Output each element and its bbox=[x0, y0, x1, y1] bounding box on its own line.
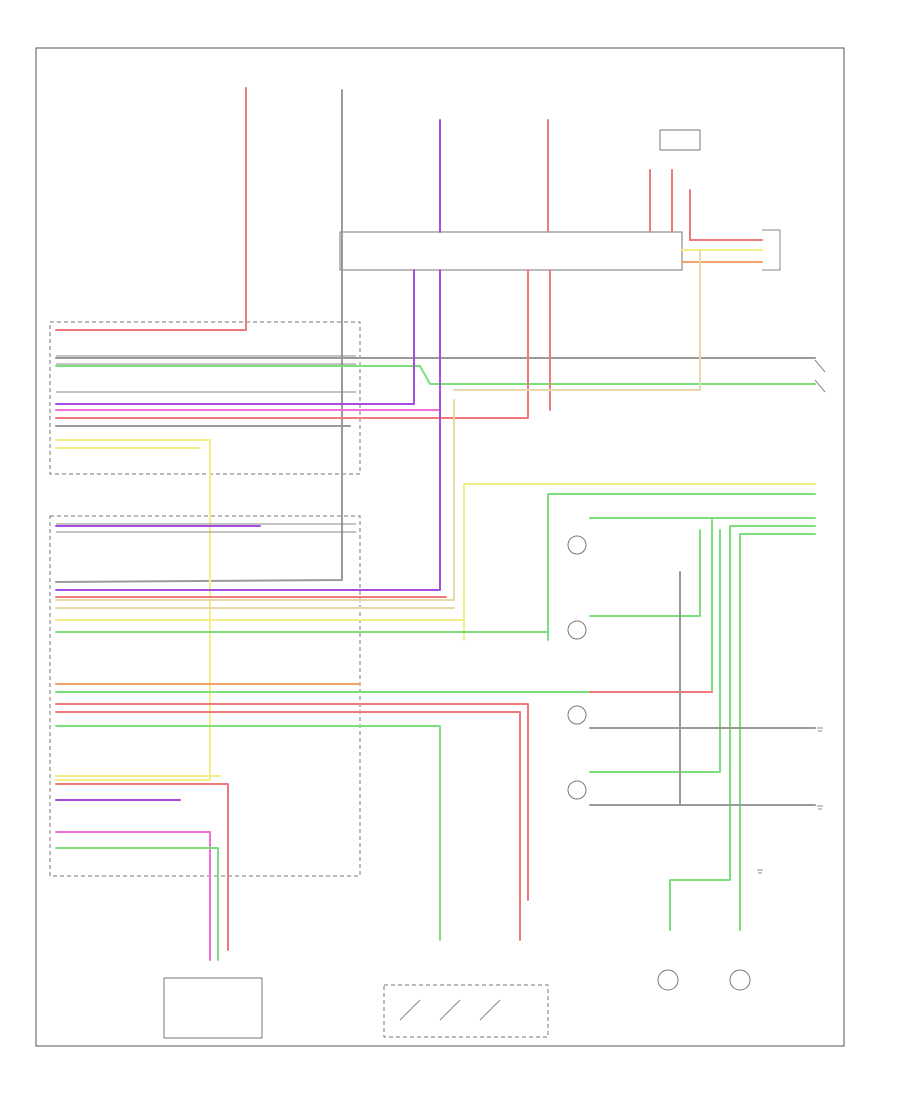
wire-green-lamp-4 bbox=[589, 529, 721, 773]
lamp-1 bbox=[567, 535, 587, 555]
right-headlight-lamp bbox=[729, 969, 751, 991]
wire-green-lamp-2 bbox=[589, 529, 701, 617]
lamp-4 bbox=[567, 780, 587, 800]
switch-right bbox=[814, 359, 826, 393]
wire-red-left-5 bbox=[55, 711, 521, 941]
lamp-3 bbox=[567, 705, 587, 725]
wire-green-left-3 bbox=[55, 519, 713, 693]
wire-green-left-5 bbox=[55, 847, 219, 961]
connector-pins-middle bbox=[56, 523, 356, 533]
connector-pins-upper bbox=[56, 355, 356, 393]
wire-red-feed-right bbox=[689, 189, 763, 241]
wire-red-top-left bbox=[55, 87, 247, 331]
wire-pink-left-2 bbox=[55, 831, 211, 961]
wire-green-left-1 bbox=[55, 365, 816, 385]
wire-yellow-long bbox=[463, 483, 816, 641]
relay-top-right bbox=[659, 129, 701, 151]
lamp-2 bbox=[567, 620, 587, 640]
wire-green-right-2 bbox=[729, 525, 816, 535]
headlight-switch bbox=[383, 984, 549, 1038]
diagram-frame bbox=[35, 47, 845, 1047]
dimmer-module bbox=[163, 977, 263, 1039]
ground-symbol-3 bbox=[757, 869, 763, 874]
wire-red-left-4 bbox=[55, 703, 529, 901]
fuse-relay-box bbox=[339, 231, 683, 271]
wire-pink-left-1 bbox=[55, 269, 441, 411]
left-headlight-lamp bbox=[657, 969, 679, 991]
wire-layer bbox=[55, 87, 816, 961]
wire-green-long bbox=[547, 493, 816, 641]
ground-symbol-1 bbox=[817, 727, 823, 732]
wire-tan-left-1 bbox=[55, 399, 455, 601]
control-module-upper bbox=[49, 321, 361, 475]
wire-yellow-left-1 bbox=[55, 439, 211, 781]
ground-symbol-2 bbox=[817, 805, 823, 810]
wire-purple-left-3 bbox=[55, 269, 441, 591]
headlight-switch-contacts bbox=[399, 999, 501, 1021]
connector-right bbox=[762, 229, 781, 271]
wire-red-left-6 bbox=[55, 783, 229, 951]
wire-tan-right bbox=[453, 249, 701, 391]
wire-gray-fuse-1 bbox=[55, 89, 343, 583]
wire-green-left-4 bbox=[55, 725, 441, 941]
wire-red-left-1 bbox=[55, 269, 529, 419]
wire-purple-left-1 bbox=[55, 269, 415, 405]
wire-green-right-4 bbox=[669, 525, 731, 931]
body-module bbox=[49, 515, 361, 877]
